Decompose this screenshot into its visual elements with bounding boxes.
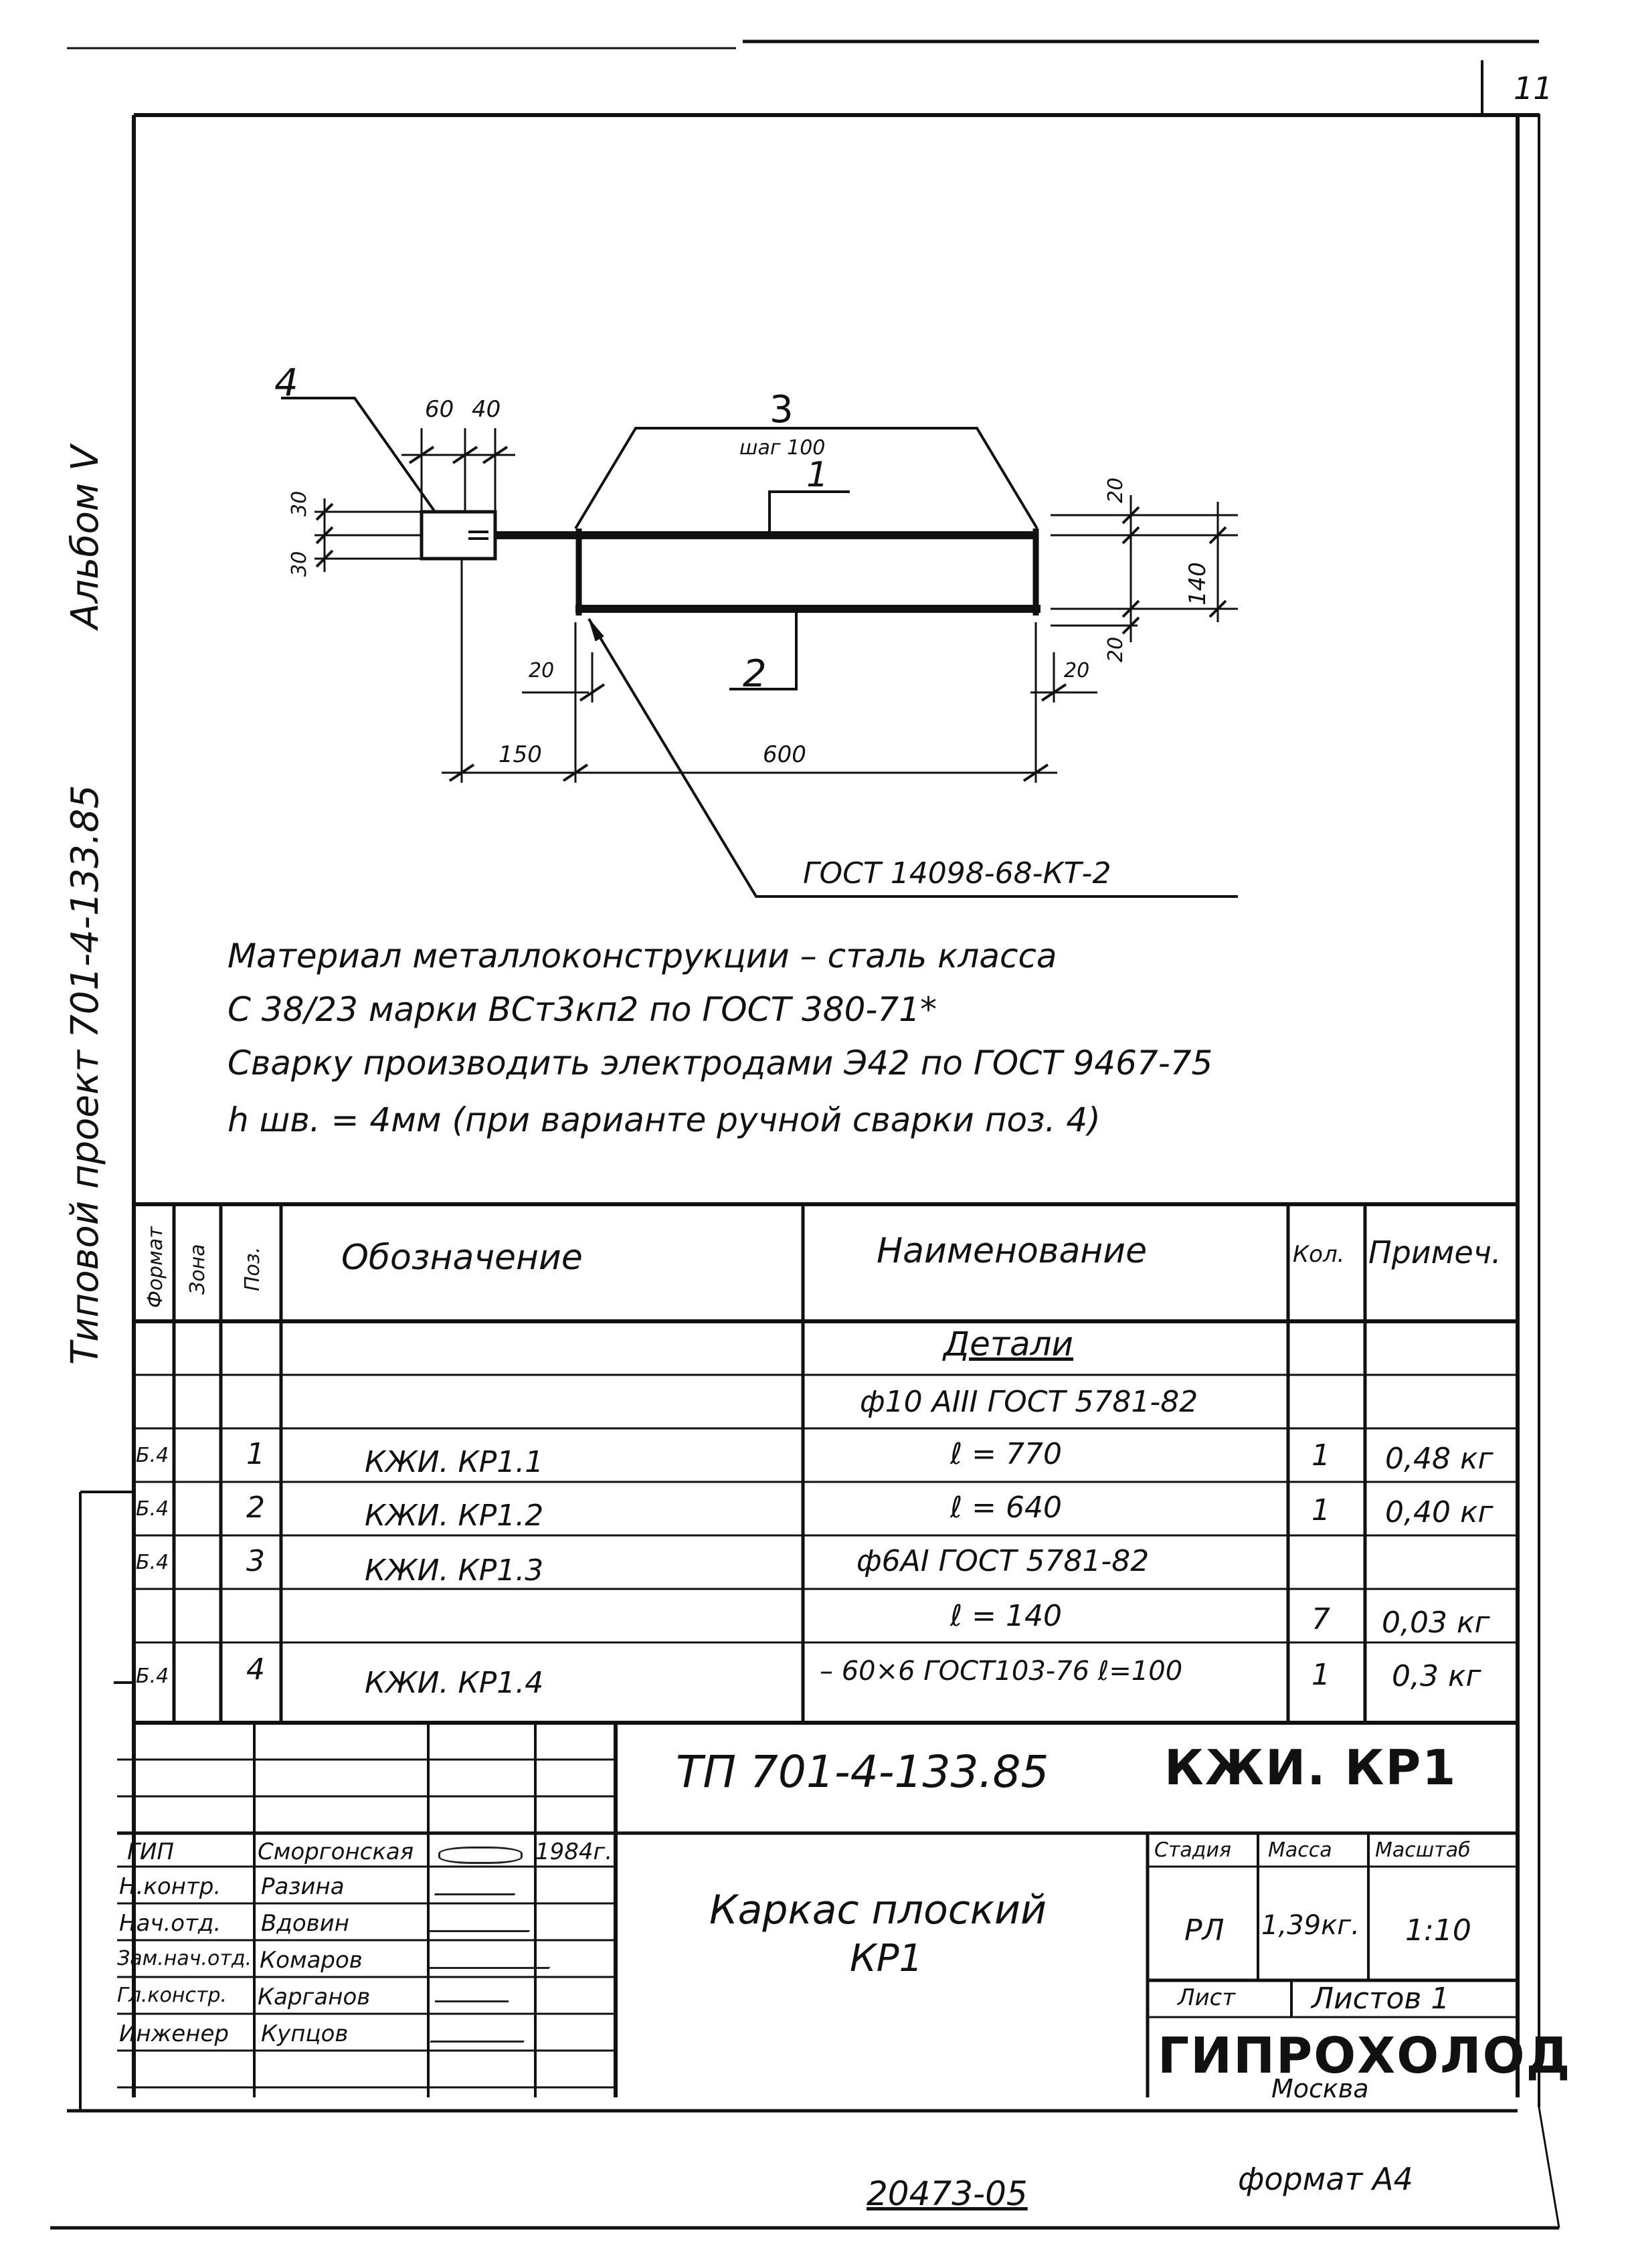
pos-label-1: 1	[806, 455, 829, 495]
signature	[430, 2020, 534, 2043]
row-designation: КЖИ. КР1.1	[365, 1445, 544, 1479]
dim-40: 40	[472, 396, 501, 423]
row-note: 0,48 кг	[1385, 1442, 1494, 1476]
row-designation: КЖИ. КР1.4	[365, 1666, 544, 1700]
role: Гл.констр.	[117, 1984, 228, 2007]
header-note: Примеч.	[1368, 1234, 1502, 1270]
person-name: Комаров	[260, 1947, 363, 1974]
year: 1984г.	[535, 1838, 613, 1865]
row-note: 0,3 кг	[1392, 1659, 1481, 1693]
role: Нач.отд.	[119, 1910, 221, 1937]
row-qty: 1	[1312, 1493, 1330, 1527]
person-name: Карганов	[258, 1984, 371, 2010]
header-designation: Обозначение	[341, 1238, 583, 1278]
row-note: 0,03 кг	[1382, 1606, 1490, 1640]
row-name: ℓ = 770	[950, 1437, 1062, 1471]
note-line-3: Сварку производить электродами Э42 по ГО…	[228, 1044, 1213, 1082]
role: ГИП	[127, 1838, 174, 1865]
row-qty: 7	[1312, 1602, 1330, 1636]
header-name: Наименование	[877, 1231, 1148, 1271]
person-name: Разина	[261, 1873, 345, 1900]
row-pos: 1	[246, 1437, 265, 1471]
dim-30a: 30	[288, 490, 311, 516]
role: Зам.нач.отд.	[117, 1947, 252, 1970]
dim-140: 140	[1184, 562, 1211, 605]
note-line-4: h шв. = 4мм (при варианте ручной сварки …	[228, 1101, 1101, 1139]
mass-value: 1,39кг.	[1261, 1910, 1360, 1941]
row-pos: 3	[246, 1544, 265, 1578]
row-note: 0,40 кг	[1385, 1495, 1494, 1529]
mass-label: Масса	[1268, 1838, 1332, 1862]
row-format: Б.4	[136, 1497, 169, 1521]
row-designation: КЖИ. КР1.2	[365, 1499, 544, 1533]
header-pos: Поз.	[241, 1246, 264, 1291]
row-name: ф6АI ГОСТ 5781-82	[856, 1544, 1150, 1578]
dim-20a: 20	[1104, 477, 1127, 503]
header-qty: Кол.	[1293, 1241, 1345, 1268]
scale-label: Масштаб	[1375, 1838, 1471, 1862]
signature	[428, 1950, 562, 1969]
row-pos: 2	[246, 1491, 265, 1525]
dim-20c: 20	[529, 659, 555, 682]
section-title: Детали	[943, 1325, 1074, 1363]
row-qty: 1	[1312, 1658, 1330, 1692]
title-line-2: КР1	[850, 1937, 923, 1980]
signature	[428, 1910, 542, 1932]
drawing-mark: КЖИ. КР1	[1164, 1739, 1457, 1796]
signature	[438, 1847, 523, 1864]
row-name: ℓ = 140	[950, 1599, 1062, 1633]
dim-60: 60	[425, 396, 454, 423]
org-city: Москва	[1271, 2074, 1369, 2103]
pos-label-4: 4	[274, 361, 298, 405]
title-line-1: Каркас плоский	[709, 1887, 1047, 1933]
person-name: Вдовин	[261, 1910, 349, 1937]
row-format: Б.4	[136, 1444, 169, 1467]
note-line-2: С 38/23 марки ВСт3кп2 по ГОСТ 380-71*	[228, 990, 937, 1029]
dim-150: 150	[499, 741, 542, 768]
weld-note: ГОСТ 14098-68-КТ-2	[803, 856, 1111, 890]
header-format: Формат	[144, 1226, 167, 1308]
role: Н.контр.	[119, 1873, 221, 1900]
row-qty: 1	[1312, 1438, 1330, 1473]
role: Инженер	[119, 2020, 229, 2047]
signature	[435, 1984, 509, 2002]
dim-600: 600	[763, 741, 806, 768]
row-format: Б.4	[136, 1551, 169, 1574]
row-pos: 4	[246, 1652, 265, 1687]
person-name: Купцов	[261, 2020, 349, 2047]
org-name: ГИПРОХОЛОД	[1158, 2027, 1572, 2085]
dim-20b: 20	[1104, 636, 1127, 662]
inventory-number: 20473-05	[867, 2174, 1028, 2213]
sheets-label: Листов 1	[1312, 1982, 1450, 2016]
doc-code: ТП 701-4-133.85	[676, 1746, 1049, 1798]
pos-label-2: 2	[743, 652, 767, 696]
row-name: – 60×6 ГОСТ103-76 ℓ=100	[820, 1656, 1183, 1687]
sheet-label: Лист	[1178, 1984, 1236, 2011]
row-name: ф10 АIII ГОСТ 5781-82	[860, 1385, 1198, 1419]
stage-label: Стадия	[1154, 1838, 1232, 1862]
note-line-1: Материал металлоконструкции – сталь клас…	[228, 937, 1057, 975]
signature	[434, 1873, 523, 1895]
page-number: 11	[1514, 70, 1553, 106]
dim-30b: 30	[288, 551, 311, 577]
dim-shag: шаг 100	[739, 436, 826, 460]
header-zone: Зона	[186, 1244, 209, 1295]
row-format: Б.4	[136, 1665, 169, 1688]
stage-value: РЛ	[1184, 1913, 1225, 1948]
format-label: формат А4	[1238, 2161, 1413, 2197]
dim-20d: 20	[1064, 659, 1090, 682]
person-name: Сморгонская	[258, 1838, 414, 1865]
scale-value: 1:10	[1405, 1913, 1471, 1948]
row-name: ℓ = 640	[950, 1491, 1062, 1525]
row-designation: КЖИ. КР1.3	[365, 1553, 544, 1588]
pos-label-3: 3	[770, 388, 794, 432]
